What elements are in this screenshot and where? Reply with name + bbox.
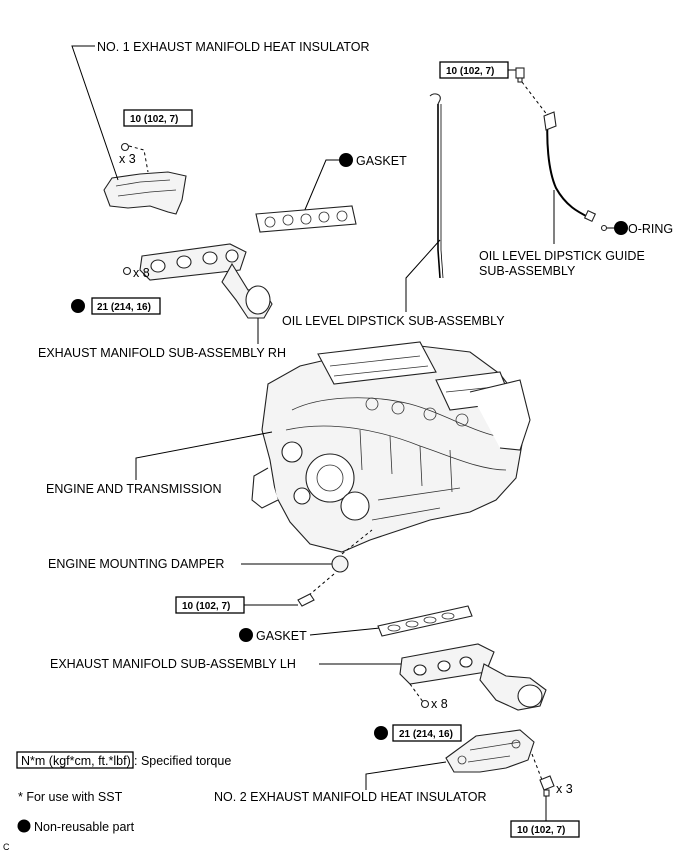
no1-insulator-bolt-qty: x 3 (119, 152, 136, 166)
no1-insulator-leader (71, 45, 119, 181)
oil-level-dipstick-part (429, 93, 444, 279)
gasket-top-label: GASKET (356, 154, 407, 168)
dipstick-guide-torque-value: 10 (102, 7) (446, 66, 494, 77)
dipstick-guide-torque-box: 10 (102, 7) (439, 61, 509, 79)
dipstick-guide-bolt (515, 67, 525, 83)
no2-heat-insulator-part (445, 729, 535, 773)
no1-insulator-bolt (120, 142, 130, 152)
no2-insulator-label: NO. 2 EXHAUST MANIFOLD HEAT INSULATOR (214, 790, 487, 804)
exhaust-manifold-rh-part (139, 243, 273, 319)
no1-insulator-torque-value: 10 (102, 7) (130, 114, 178, 125)
engine-label: ENGINE AND TRANSMISSION (46, 482, 222, 496)
o-ring-label: O-RING (628, 222, 673, 236)
gasket-top-part (255, 205, 357, 233)
gasket-bottom-non-reusable-dot (239, 628, 253, 642)
legend-non-reusable-text: Non-reusable part (34, 820, 135, 834)
engine-and-transmission-part (251, 341, 531, 553)
exhaust-manifold-lh-part (399, 643, 547, 711)
legend-torque-desc: : Specified torque (134, 754, 231, 768)
no2-insulator-torque-value: 10 (102, 7) (517, 825, 565, 836)
manifold-lh-non-reusable-dot (374, 726, 388, 740)
manifold-lh-label: EXHAUST MANIFOLD SUB-ASSEMBLY LH (50, 657, 296, 671)
manifold-lh-torque-box: 21 (214, 16) (392, 724, 462, 742)
gasket-bottom-part (377, 605, 473, 637)
gasket-bottom-label: GASKET (256, 629, 307, 643)
legend: N*m (kgf*cm, ft.*lbf) : Specified torque… (16, 751, 231, 834)
no1-heat-insulator-part (103, 171, 187, 215)
no2-insulator-bolt-qty: x 3 (556, 782, 573, 796)
manifold-rh-nut (122, 266, 132, 276)
no1-insulator-label: NO. 1 EXHAUST MANIFOLD HEAT INSULATOR (97, 40, 370, 54)
manifold-rh-non-reusable-dot (71, 299, 85, 313)
damper-torque-box: 10 (102, 7) (175, 596, 245, 614)
no2-insulator-bolt (539, 775, 555, 797)
manifold-rh-nut-qty: x 8 (133, 266, 150, 280)
manifold-rh-torque-box: 21 (214, 16) (91, 297, 161, 315)
legend-sst-note: * For use with SST (18, 790, 123, 804)
no1-insulator-torque-box: 10 (102, 7) (123, 109, 193, 127)
manifold-rh-label: EXHAUST MANIFOLD SUB-ASSEMBLY RH (38, 346, 286, 360)
legend-non-reusable-dot (17, 819, 31, 833)
dipstick-guide-part (543, 111, 597, 223)
no2-insulator-torque-box: 10 (102, 7) (510, 820, 580, 838)
o-ring-part (600, 224, 608, 232)
manifold-rh-torque-value: 21 (214, 16) (97, 302, 151, 313)
dipstick-guide-label-line2: SUB-ASSEMBLY (479, 264, 576, 278)
legend-torque-box-text: N*m (kgf*cm, ft.*lbf) (21, 754, 131, 768)
legend-torque-box (16, 751, 134, 769)
manifold-lh-torque-value: 21 (214, 16) (399, 729, 453, 740)
dipstick-guide-label-line1: OIL LEVEL DIPSTICK GUIDE (479, 249, 645, 263)
damper-bolt (297, 593, 315, 607)
corner-code: C (3, 842, 10, 852)
dipstick-label: OIL LEVEL DIPSTICK SUB-ASSEMBLY (282, 314, 505, 328)
mounting-damper-label: ENGINE MOUNTING DAMPER (48, 557, 224, 571)
damper-torque-value: 10 (102, 7) (182, 601, 230, 612)
o-ring-non-reusable-dot (614, 221, 628, 235)
mounting-damper-part (331, 555, 349, 573)
manifold-lh-nut (420, 699, 430, 709)
manifold-lh-nut-qty: x 8 (431, 697, 448, 711)
